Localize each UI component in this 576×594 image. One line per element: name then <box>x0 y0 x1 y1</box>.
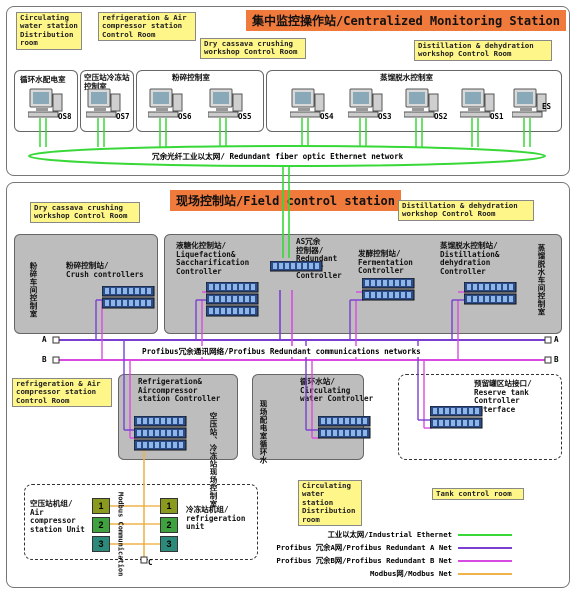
legend-label: Profibus 冗余B网/Profibus Redundant B Net <box>276 556 452 565</box>
field-control-title: 现场控制站/Field control station <box>170 190 401 211</box>
field-room-crush <box>14 234 158 334</box>
legend-swatch <box>458 547 512 549</box>
bus-c-terminator <box>140 556 148 564</box>
fiber-network-label: 冗余光纤工业以太网/ Redundant fiber optic Etherne… <box>152 152 404 161</box>
bus-a-left: A <box>40 335 49 344</box>
as-master-controller-rack <box>269 258 324 277</box>
distill-room-vertical: 蒸馏脱水车间控制室 <box>537 244 546 316</box>
station-label: OS2 <box>434 112 448 121</box>
bus-a-left-terminator <box>52 336 60 344</box>
fermentation-controller-rack <box>361 277 416 306</box>
computer-icon <box>207 88 244 118</box>
crush-controller-label: 粉碎控制站/ Crush controllers <box>66 261 144 279</box>
refrig-controller-label: Refrigeration& Aircompressor station Con… <box>138 377 221 404</box>
legend-row: Profibus 冗余A网/Profibus Redundant A Net <box>248 543 512 553</box>
station-label: OS5 <box>238 112 252 121</box>
centralized-monitoring-title: 集中监控操作站/Centralized Monitoring Station <box>246 10 566 31</box>
bus-b-right-terminator <box>544 356 552 364</box>
room-crush-label: 粉碎控制室 <box>172 73 210 82</box>
tank-controller-label: 预留罐区站接口/ Reserve tank Controller Interfa… <box>474 379 532 414</box>
ferm-controller-label: 发酵控制站/ Fermentation Controller <box>358 249 413 276</box>
bus-b-left: B <box>40 355 49 364</box>
unit-box: 2 <box>92 517 110 533</box>
legend-label: 工业以太网/Industrial Ethernet <box>327 530 452 539</box>
station-label: OS8 <box>58 112 72 121</box>
computer-icon <box>147 88 184 118</box>
comp-room-vertical: 空压站、冷冻站现场控制室 <box>209 412 218 508</box>
distill-controller-label: 蒸馏脱水控制站/ Distillation& dehydration Contr… <box>440 241 500 276</box>
profibus-label: Profibus冗余通讯网络/Profibus Redundant commun… <box>140 346 423 357</box>
tank-controller-rack <box>429 405 484 434</box>
room-circ-label: 循环水配电室 <box>20 75 66 84</box>
legend-swatch <box>458 560 512 562</box>
air-unit-label: 空压站机组/ Air compressor station Unit <box>30 499 85 534</box>
bus-c-label: C <box>148 558 153 567</box>
computer-icon <box>403 88 440 118</box>
note-circulating-field: Circulating water station Distribution r… <box>298 480 362 527</box>
unit-box: 1 <box>160 498 178 514</box>
tank-control-room <box>398 374 562 460</box>
legend-row: Modbus网/Modbus Net <box>248 569 512 579</box>
distillation-controller-rack <box>463 281 518 310</box>
bus-b-left-terminator <box>52 356 60 364</box>
bus-b-right: B <box>552 355 561 364</box>
crush-controller-rack <box>101 285 156 314</box>
unit-box: 2 <box>160 517 178 533</box>
note-tank-field: Tank control room <box>432 488 524 501</box>
station-label: OS6 <box>178 112 192 121</box>
crush-room-vertical: 粉碎车间控制室 <box>29 262 38 318</box>
room-comp-label: 空压站冷冻站 控制室 <box>84 73 130 91</box>
note-refrigeration-field: refrigeration & Air compressor station C… <box>12 378 112 408</box>
computer-icon <box>85 88 122 118</box>
station-label: OS4 <box>320 112 334 121</box>
station-label: OS3 <box>378 112 392 121</box>
note-distillation-field: Distillation & dehydration workshop Cont… <box>398 200 534 221</box>
legend-swatch <box>458 573 512 575</box>
station-label: ES <box>542 102 552 111</box>
refrig-unit-label: 冷冻站机组/ refrigeration unit <box>186 505 246 532</box>
legend-row: Profibus 冗余B网/Profibus Redundant B Net <box>248 556 512 566</box>
legend-row: 工业以太网/Industrial Ethernet <box>248 530 512 540</box>
fiber-ring <box>28 145 546 167</box>
note-distillation-top: Distillation & dehydration workshop Cont… <box>414 40 552 61</box>
circ-room-vertical: 现场配电室循环水 <box>259 400 268 464</box>
computer-icon <box>347 88 384 118</box>
bus-a-right: A <box>552 335 561 344</box>
note-circulating-top: Circulating water station Distribution r… <box>16 12 82 50</box>
room-distill-label: 蒸馏脱水控制室 <box>380 73 434 82</box>
circulating-controller-rack <box>317 415 372 444</box>
liq-controller-label: 液糖化控制站/ Liquefaction& Saccharification C… <box>176 241 250 276</box>
computer-icon <box>289 88 326 118</box>
unit-box: 3 <box>92 536 110 552</box>
computer-icon <box>511 88 548 118</box>
refrigeration-controller-rack <box>133 415 188 456</box>
unit-box: 3 <box>160 536 178 552</box>
legend-label: Profibus 冗余A网/Profibus Redundant A Net <box>276 543 452 552</box>
station-label: OS7 <box>116 112 130 121</box>
unit-box: 1 <box>92 498 110 514</box>
station-label: OS1 <box>490 112 504 121</box>
note-refrigeration-top: refrigeration & Air compressor station C… <box>98 12 196 42</box>
modbus-comm-label: Modbus Communication <box>116 492 125 577</box>
note-cassava-top: Dry cassava crushing workshop Control Ro… <box>200 38 306 59</box>
note-cassava-field: Dry cassava crushing workshop Control Ro… <box>30 202 140 223</box>
computer-icon <box>27 88 64 118</box>
bus-a-right-terminator <box>544 336 552 344</box>
computer-icon <box>459 88 496 118</box>
liquefaction-controller-rack <box>205 281 260 322</box>
legend-swatch <box>458 534 512 536</box>
legend-label: Modbus网/Modbus Net <box>370 569 452 578</box>
